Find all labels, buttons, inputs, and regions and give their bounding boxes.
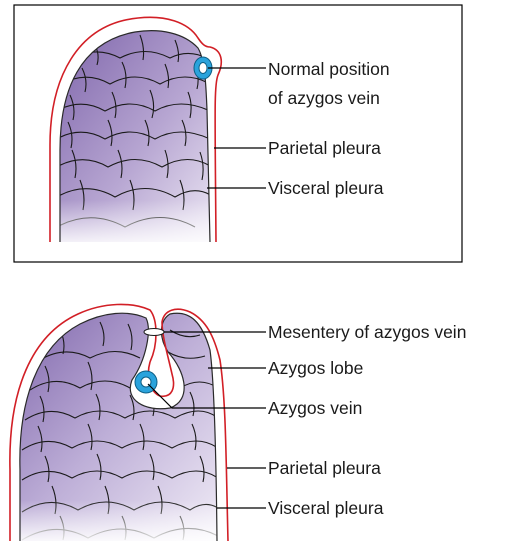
label-parietal-pleura-1: Parietal pleura: [268, 138, 381, 158]
panel-normal: Normal position of azygos vein Parietal …: [14, 5, 462, 262]
label-visceral-pleura-2: Visceral pleura: [268, 498, 384, 518]
mesentery-ellipse: [144, 329, 164, 336]
label-azygos-lobe: Azygos lobe: [268, 358, 363, 378]
label-normal-position-line1: Normal position: [268, 59, 390, 79]
lung: [50, 25, 220, 250]
label-visceral-pleura-1: Visceral pleura: [268, 178, 384, 198]
label-mesentery: Mesentery of azygos vein: [268, 322, 466, 342]
lung-with-azygos-lobe: [10, 300, 225, 541]
panel-azygos-lobe: Mesentery of azygos vein Azygos lobe Azy…: [10, 300, 467, 541]
label-azygos-vein: Azygos vein: [268, 398, 362, 418]
label-normal-position-line2: of azygos vein: [268, 88, 380, 108]
label-parietal-pleura-2: Parietal pleura: [268, 458, 381, 478]
